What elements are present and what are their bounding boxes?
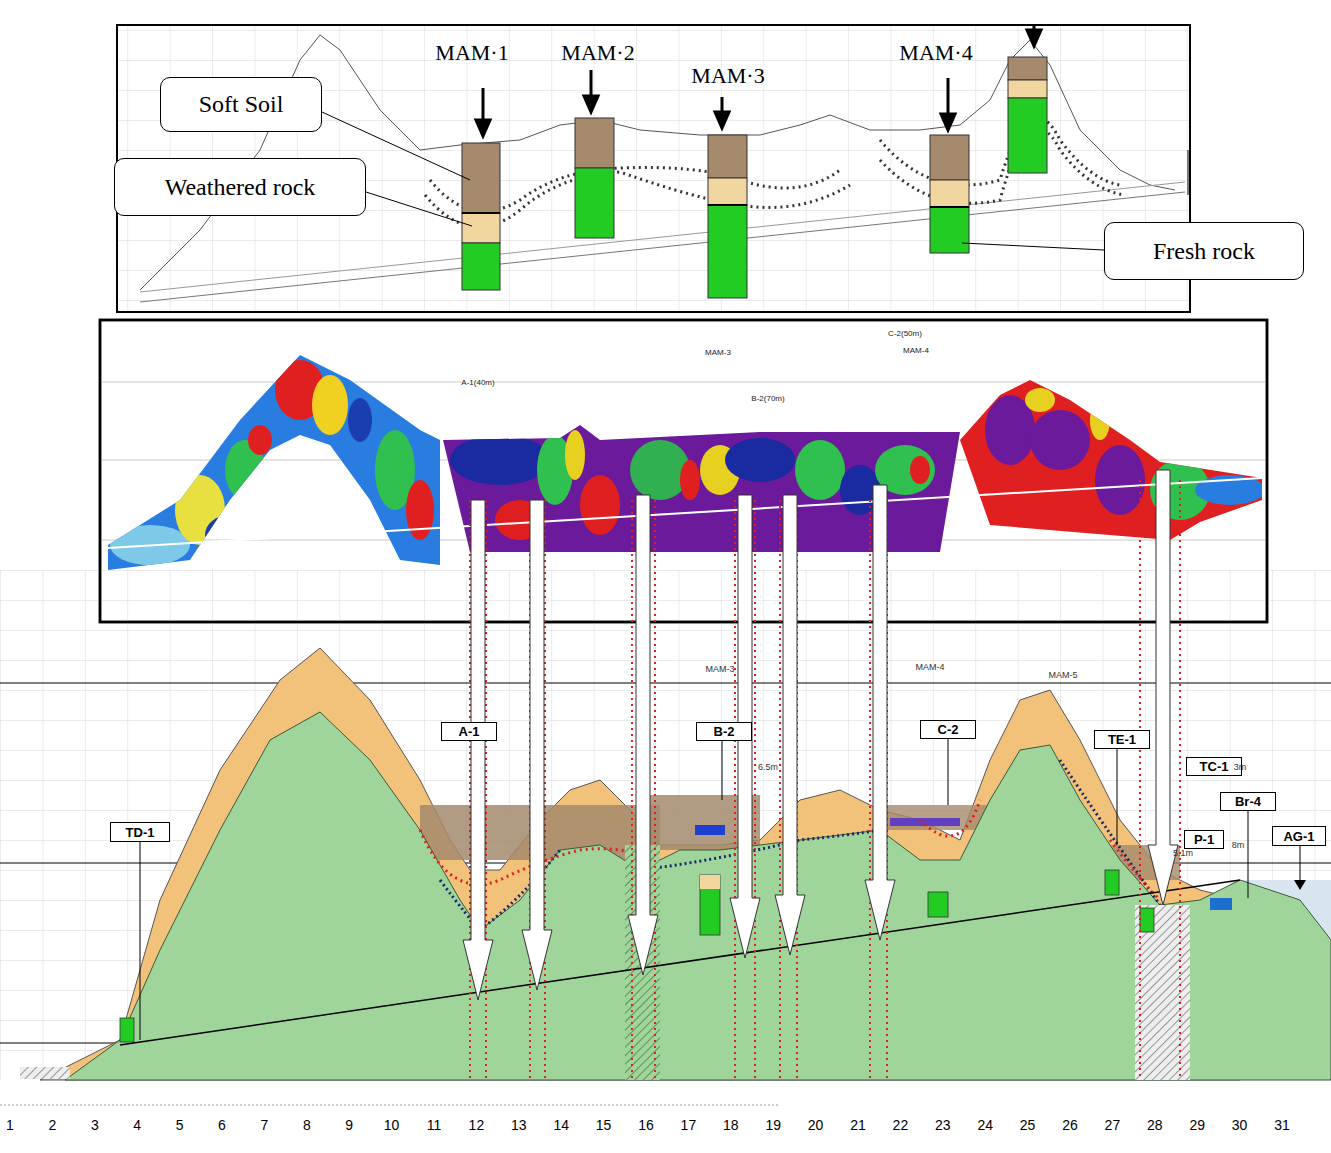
node-text: TE-1 (1108, 732, 1136, 747)
annotation-label: MAM-3 (706, 664, 735, 674)
borehole-tag: TE-1 (1094, 730, 1150, 749)
borehole-tag: Br-4 (1220, 792, 1276, 811)
axis-number: 23 (935, 1117, 951, 1133)
axis-number: 17 (681, 1117, 697, 1133)
axis-number: 24 (977, 1117, 993, 1133)
annotation-label: MAM-3 (705, 348, 731, 357)
axis-number: 15 (596, 1117, 612, 1133)
axis-number: 16 (638, 1117, 654, 1133)
borehole-tag: C-2 (920, 720, 976, 739)
node-text: Fresh rock (1153, 238, 1255, 265)
axis-number: 20 (808, 1117, 824, 1133)
node-text: Weathered rock (165, 174, 316, 201)
axis-number: 14 (553, 1117, 569, 1133)
axis-number: 8 (303, 1117, 311, 1133)
survey-point-label: MAM·4 (899, 40, 972, 66)
axis-number: 12 (469, 1117, 485, 1133)
node-text: Soft Soil (199, 91, 284, 118)
axis-number: 9 (345, 1117, 353, 1133)
survey-point-label: MAM·1 (435, 40, 508, 66)
annotation-label: 3m (1234, 762, 1247, 772)
axis-number: 3 (91, 1117, 99, 1133)
axis-number: 21 (850, 1117, 866, 1133)
survey-point-label: MAM·2 (561, 40, 634, 66)
callout-box: Fresh rock (1104, 222, 1304, 280)
axis-number: 4 (133, 1117, 141, 1133)
node-text: TC-1 (1200, 759, 1229, 774)
axis-number: 19 (765, 1117, 781, 1133)
annotation-label: B-2(70m) (751, 394, 784, 403)
axis-number: 30 (1232, 1117, 1248, 1133)
annotation-label: C-2(50m) (888, 329, 922, 338)
annotation-label: 8m (1232, 840, 1245, 850)
borehole-tag: A-1 (441, 722, 497, 741)
axis-number: 7 (260, 1117, 268, 1133)
node-text: C-2 (938, 722, 959, 737)
node-text: A-1 (459, 724, 480, 739)
borehole-tag: TD-1 (110, 822, 170, 842)
annotation-label: MAM-4 (903, 346, 929, 355)
axis-number: 18 (723, 1117, 739, 1133)
node-text: B-2 (714, 724, 735, 739)
callout-box: Weathered rock (114, 158, 366, 216)
axis-number: 26 (1062, 1117, 1078, 1133)
borehole-tag: P-1 (1184, 830, 1224, 849)
annotation-label: 6.5m (758, 762, 778, 772)
annotation-label: A-1(40m) (461, 378, 494, 387)
axis-number: 25 (1020, 1117, 1036, 1133)
axis-number: 11 (427, 1117, 442, 1133)
node-text: Br-4 (1235, 794, 1261, 809)
axis-number: 1 (6, 1117, 14, 1133)
axis-number: 28 (1147, 1117, 1163, 1133)
node-text: AG-1 (1283, 829, 1314, 844)
borehole-tag: AG-1 (1272, 826, 1326, 846)
annotation-label: MAM-4 (916, 662, 945, 672)
annotation-label: MAM-5 (1049, 670, 1078, 680)
axis-number: 2 (48, 1117, 56, 1133)
borehole-tag: B-2 (696, 722, 752, 741)
axis-number: 13 (511, 1117, 527, 1133)
node-text: P-1 (1194, 832, 1214, 847)
axis-number: 5 (176, 1117, 184, 1133)
axis-number: 29 (1189, 1117, 1205, 1133)
axis-number: 10 (384, 1117, 400, 1133)
annotation-label: 5.1m (1173, 848, 1193, 858)
borehole-tag: TC-1 (1186, 757, 1242, 776)
callout-box: Soft Soil (160, 77, 322, 132)
axis-number: 27 (1105, 1117, 1121, 1133)
axis-number: 31 (1274, 1117, 1290, 1133)
axis-number: 22 (893, 1117, 909, 1133)
node-text: TD-1 (126, 825, 155, 840)
survey-point-label: MAM·3 (691, 63, 764, 89)
axis-number: 6 (218, 1117, 226, 1133)
